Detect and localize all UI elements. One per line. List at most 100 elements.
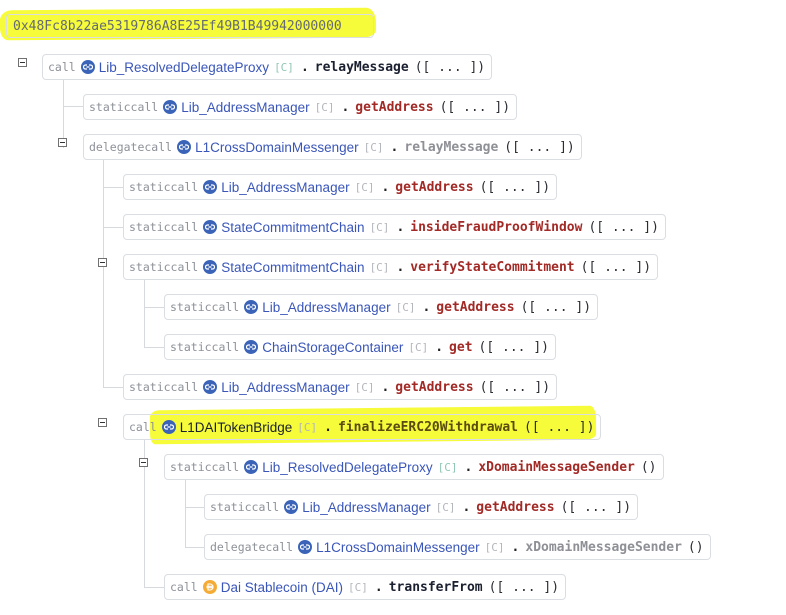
function-name[interactable]: xDomainMessageSender bbox=[525, 539, 682, 555]
params-collapsed[interactable]: ([ ... ]) bbox=[524, 419, 595, 435]
contract-link-icon bbox=[244, 300, 259, 314]
contract-link-icon bbox=[298, 540, 313, 554]
params-collapsed[interactable]: ([ ... ]) bbox=[580, 259, 652, 275]
function-name[interactable]: xDomainMessageSender bbox=[478, 459, 635, 475]
collapse-minus-icon[interactable] bbox=[18, 58, 27, 67]
function-name[interactable]: relayMessage bbox=[314, 59, 409, 75]
contract-tag: [C] bbox=[354, 380, 375, 394]
params-collapsed[interactable]: ([ ... ]) bbox=[488, 579, 560, 595]
separator-dot: . bbox=[381, 379, 390, 395]
collapse-minus-icon[interactable] bbox=[98, 418, 107, 427]
call-node[interactable]: staticcall Lib_AddressManager [C] . getA… bbox=[164, 294, 599, 320]
params-collapsed[interactable]: ([ ... ]) bbox=[439, 99, 511, 115]
contract-name[interactable]: Lib_AddressManager bbox=[181, 99, 310, 115]
function-name[interactable]: transferFrom bbox=[388, 579, 483, 595]
contract-tag: [C] bbox=[369, 260, 390, 274]
contract-tag: [C] bbox=[274, 60, 294, 74]
function-name[interactable]: insideFraudProofWindow bbox=[410, 219, 583, 235]
call-node[interactable]: staticcall Lib_AddressManager [C] . getA… bbox=[123, 374, 558, 400]
call-type: staticcall bbox=[129, 380, 199, 394]
contract-name[interactable]: StateCommitmentChain bbox=[221, 219, 365, 235]
contract-name[interactable]: Lib_ResolvedDelegateProxy bbox=[98, 59, 270, 75]
params-collapsed[interactable]: ([ ... ]) bbox=[588, 219, 659, 235]
contract-tag: [C] bbox=[369, 220, 390, 234]
contract-name[interactable]: Lib_AddressManager bbox=[221, 379, 350, 395]
call-node[interactable]: staticcall Lib_AddressManager [C] . getA… bbox=[83, 94, 518, 120]
contract-link-icon bbox=[161, 420, 176, 434]
call-node[interactable]: staticcall Lib_AddressManager [C] . getA… bbox=[123, 174, 558, 200]
call-node[interactable]: staticcall Lib_AddressManager [C] . getA… bbox=[204, 494, 639, 520]
call-node[interactable]: delegatecall L1CrossDomainMessenger [C] … bbox=[204, 534, 711, 560]
params-collapsed[interactable]: ([ ... ]) bbox=[520, 299, 592, 315]
call-node-highlighted[interactable]: call L1DAITokenBridge [C] . finalizeERC2… bbox=[123, 414, 602, 440]
params-collapsed[interactable]: ([ ... ]) bbox=[479, 379, 551, 395]
contract-link-icon bbox=[80, 60, 95, 74]
call-node[interactable]: staticcall Lib_ResolvedDelegateProxy [C]… bbox=[164, 454, 664, 480]
contract-link-icon bbox=[177, 140, 192, 154]
contract-tag: [C] bbox=[408, 340, 429, 354]
contract-link-icon bbox=[203, 220, 218, 234]
collapse-minus-icon[interactable] bbox=[58, 138, 67, 147]
function-name[interactable]: getAddress bbox=[476, 499, 555, 515]
params-collapsed[interactable]: ([ ... ]) bbox=[414, 59, 486, 75]
call-type: delegatecall bbox=[89, 140, 173, 154]
call-type: staticcall bbox=[210, 500, 280, 514]
call-node[interactable]: call Lib_ResolvedDelegateProxy [C] . rel… bbox=[42, 54, 493, 80]
separator-dot: . bbox=[435, 339, 444, 355]
contract-name[interactable]: Lib_ResolvedDelegateProxy bbox=[262, 459, 433, 475]
contract-tag: [C] bbox=[348, 580, 368, 594]
function-name[interactable]: relayMessage bbox=[404, 139, 499, 155]
call-node[interactable]: staticcall ChainStorageContainer [C] . g… bbox=[164, 334, 556, 360]
contract-name[interactable]: Lib_AddressManager bbox=[302, 499, 431, 515]
function-name[interactable]: getAddress bbox=[395, 179, 474, 195]
contract-link-icon bbox=[284, 500, 299, 514]
function-name[interactable]: finalizeERC20Withdrawal bbox=[337, 419, 518, 435]
call-type: call bbox=[48, 60, 76, 74]
contract-name[interactable]: L1DAITokenBridge bbox=[179, 419, 293, 435]
contract-tag: [C] bbox=[363, 140, 384, 154]
function-name[interactable]: getAddress bbox=[355, 99, 434, 115]
contract-name[interactable]: ChainStorageContainer bbox=[262, 339, 404, 355]
contract-tag: [C] bbox=[314, 100, 335, 114]
transaction-address[interactable]: 0x48Fc8b22ae5319786A8E25Ef49B1B499420000… bbox=[6, 14, 374, 38]
params-collapsed[interactable]: ([ ... ]) bbox=[478, 339, 549, 355]
contract-tag: [C] bbox=[354, 180, 375, 194]
function-name[interactable]: getAddress bbox=[395, 379, 474, 395]
call-type: delegatecall bbox=[210, 540, 294, 554]
call-type: staticcall bbox=[170, 340, 240, 354]
separator-dot: . bbox=[324, 419, 332, 435]
collapse-minus-icon[interactable] bbox=[139, 458, 148, 467]
separator-dot: . bbox=[341, 99, 350, 115]
contract-name[interactable]: Lib_AddressManager bbox=[221, 179, 350, 195]
call-node[interactable]: delegatecall L1CrossDomainMessenger [C] … bbox=[83, 134, 582, 160]
contract-name[interactable]: Lib_AddressManager bbox=[262, 299, 391, 315]
separator-dot: . bbox=[462, 499, 471, 515]
params-collapsed[interactable]: ([ ... ]) bbox=[479, 179, 551, 195]
contract-link-icon bbox=[203, 260, 218, 274]
function-name[interactable]: getAddress bbox=[436, 299, 515, 315]
call-type: staticcall bbox=[129, 180, 199, 194]
params-collapsed[interactable]: ([ ... ]) bbox=[560, 499, 632, 515]
call-type: call bbox=[170, 580, 198, 594]
separator-dot: . bbox=[464, 459, 473, 475]
function-name[interactable]: verifyStateCommitment bbox=[410, 259, 575, 275]
separator-dot: . bbox=[511, 539, 520, 555]
contract-name[interactable]: StateCommitmentChain bbox=[221, 259, 365, 275]
contract-link-icon bbox=[163, 100, 178, 114]
params-empty: () bbox=[640, 459, 657, 475]
contract-tag: [C] bbox=[435, 500, 456, 514]
contract-name[interactable]: L1CrossDomainMessenger bbox=[195, 139, 359, 155]
call-node[interactable]: staticcall StateCommitmentChain [C] . ve… bbox=[123, 254, 659, 280]
function-name[interactable]: get bbox=[449, 339, 473, 355]
dai-token-icon bbox=[202, 580, 217, 594]
contract-name[interactable]: Dai Stablecoin (DAI) bbox=[220, 579, 344, 595]
call-type: staticcall bbox=[89, 100, 159, 114]
collapse-minus-icon[interactable] bbox=[98, 258, 107, 267]
call-node[interactable]: call Dai Stablecoin (DAI) [C] . transfer… bbox=[164, 574, 567, 600]
contract-link-icon bbox=[244, 460, 259, 474]
call-type: call bbox=[129, 420, 157, 434]
contract-name[interactable]: L1CrossDomainMessenger bbox=[316, 539, 480, 555]
call-node[interactable]: staticcall StateCommitmentChain [C] . in… bbox=[123, 214, 666, 240]
separator-dot: . bbox=[422, 299, 431, 315]
params-collapsed[interactable]: ([ ... ]) bbox=[504, 139, 575, 155]
